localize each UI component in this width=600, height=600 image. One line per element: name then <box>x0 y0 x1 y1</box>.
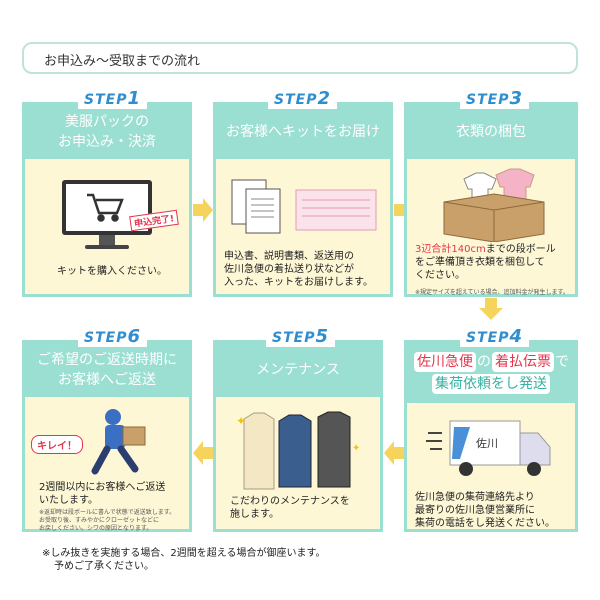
step-6-note-line1: ※返却時は段ボールに書んで状態で返送致します。 <box>39 509 176 516</box>
step-4-label-num: 4 <box>509 326 523 347</box>
step-5-label-text: STEP <box>272 330 316 346</box>
truck-label: 佐川 <box>476 436 498 450</box>
sagawa-pill: 佐川急便 <box>414 352 476 372</box>
step-6-note-line3: お戻しください。シワの原因となります。 <box>39 525 153 532</box>
step-4-title-end: で <box>555 354 569 370</box>
footnote-line1: ※しみ抜きを実施する場合、2週間を超える場合が御座います。 <box>42 548 326 559</box>
step-6-title: ご希望のご返送時期に お客様へご返送 <box>25 343 189 397</box>
footnote: ※しみ抜きを実施する場合、2週間を超える場合が御座います。 予めご了承ください。 <box>42 547 325 573</box>
step-1-title: 美服パックの お申込み・決済 <box>25 105 189 159</box>
arrow-left-icon <box>193 441 213 465</box>
step-4-title-mid: の <box>477 354 491 370</box>
cod-slip-pill: 着払伝票 <box>492 352 554 372</box>
step-2-title-line1: お客様へキットをお届け <box>226 124 380 140</box>
step-4-body-line1: 佐川急便の集荷連絡先より <box>415 492 535 503</box>
step-6-body-line1: 2週間以内にお客様へご返送 <box>39 482 166 493</box>
step-4-body: 佐川急便の集荷連絡先より 最寄りの佐川急便営業所に 集荷の電話をし発送ください。 <box>415 491 555 530</box>
cart-icon <box>87 193 124 222</box>
step-6-title-line1: ご希望のご返送時期に <box>37 352 177 368</box>
step-3-note: ※規定サイズを超えている場合、追加料金が発生します。 <box>415 289 569 296</box>
step-6-label-num: 6 <box>127 326 141 347</box>
step-6-card: ご希望のご返送時期に お客様へご返送 キレイ！ 2週間以内にお客様へご返送 いた… <box>22 340 192 532</box>
step-3-label-text: STEP <box>466 92 510 108</box>
step-2-label-text: STEP <box>274 92 318 108</box>
step-6-title-line2: お客様へご返送 <box>58 372 156 388</box>
step-6-label: STEP6 <box>78 326 147 347</box>
step-2-label-num: 2 <box>317 88 331 109</box>
step-1-label: STEP1 <box>78 88 147 109</box>
step-6-body: 2週間以内にお客様へご返送 いたします。 <box>39 481 165 507</box>
step-1-label-num: 1 <box>127 88 141 109</box>
step-1-title-line2: お申込み・決済 <box>58 134 156 150</box>
svg-text:✦: ✦ <box>236 414 246 428</box>
flow-header: お申込み〜受取までの流れ <box>22 42 578 74</box>
delivery-person-icon <box>91 409 146 475</box>
step-6-note-line2: お受取り後、すみやかにクローゼットなどに <box>39 517 160 524</box>
step-3-title: 衣類の梱包 <box>407 105 575 159</box>
step-3-body-line1: 3辺合計140cmまでの段ボール <box>415 243 556 256</box>
step-4-body-line3: 集荷の電話をし発送ください。 <box>415 518 555 529</box>
step-4-body-line2: 最寄りの佐川急便営業所に <box>415 505 535 516</box>
step-2-body-line1: 申込書、説明書類、返送用の <box>224 251 354 262</box>
step-2-body-line2: 佐川急便の着払送り状などが <box>224 264 354 275</box>
step-1-body: キットを購入ください。 <box>57 266 167 277</box>
step-4-label-text: STEP <box>466 330 510 346</box>
step-5-title-line1: メンテナンス <box>256 362 340 378</box>
step-2-card: お客様へキットをお届け 申込書、説明書類、返送用の 佐川急便の着払送り状などが … <box>213 102 393 297</box>
step-3-body-line2: をご準備頂き衣類を梱包して <box>415 257 545 268</box>
step-3-label: STEP3 <box>460 88 529 109</box>
footnote-line2: 予めご了承ください。 <box>54 561 154 572</box>
step-5-label-num: 5 <box>315 326 329 347</box>
step-4-title-line1: 佐川急便の着払伝票で <box>413 351 569 373</box>
step-4-card: 佐川急便の着払伝票で 集荷依頼をし発送 佐川 佐川急便の集荷連絡先より 最寄りの… <box>404 340 578 532</box>
svg-text:✦: ✦ <box>352 443 360 454</box>
step-5-body-line1: こだわりのメンテナンスを <box>230 496 350 507</box>
step-6-body-line2: いたします。 <box>39 495 98 506</box>
step-5-label: STEP5 <box>266 326 335 347</box>
step-1-card: 美服パックの お申込み・決済 申込完了! キットを購入ください。 <box>22 102 192 297</box>
step-2-body-line3: 入った、キットをお届けします。 <box>224 277 373 288</box>
pickup-pill: 集荷依頼をし発送 <box>432 374 550 394</box>
step-3-size-highlight: 3辺合計140cm <box>415 244 486 255</box>
coats-icon: ✦✦ <box>236 411 360 490</box>
step-5-title: メンテナンス <box>216 343 380 397</box>
step-2-body: 申込書、説明書類、返送用の 佐川急便の着払送り状などが 入った、キットをお届けし… <box>224 250 373 289</box>
flow-header-title: お申込み〜受取までの流れ <box>44 54 201 69</box>
documents-icon <box>231 179 377 234</box>
delivery-truck-icon: 佐川 <box>426 420 551 476</box>
arrow-left-icon <box>384 441 404 465</box>
step-6-note: ※返却時は段ボールに書んで状態で返送致します。 お受取り後、すみやかにクローゼッ… <box>39 509 175 533</box>
step-3-body: 3辺合計140cmまでの段ボール をご準備頂き衣類を梱包して ください。 <box>415 243 556 282</box>
step-3-card: 衣類の梱包 3辺合計140cmまでの段ボール をご準備頂き衣類を梱包して くださ… <box>404 102 578 297</box>
step-2-title: お客様へキットをお届け <box>216 105 390 159</box>
step-1-title-line1: 美服パックの <box>65 114 149 130</box>
step-6-label-text: STEP <box>84 330 128 346</box>
speech-bubble: キレイ！ <box>31 435 83 454</box>
step-3-label-num: 3 <box>509 88 523 109</box>
step-4-title-line2: 集荷依頼をし発送 <box>431 373 551 395</box>
step-4-label: STEP4 <box>460 326 529 347</box>
arrow-right-icon <box>193 198 213 222</box>
step-5-card: メンテナンス ✦✦ こだわりのメンテナンスを 施します。 <box>213 340 383 532</box>
arrow-down-icon <box>479 298 503 320</box>
step-3-title-line1: 衣類の梱包 <box>456 124 526 140</box>
step-5-body: こだわりのメンテナンスを 施します。 <box>230 495 350 521</box>
step-5-body-line2: 施します。 <box>230 509 279 520</box>
step-3-body-line3: ください。 <box>415 270 465 281</box>
step-4-title: 佐川急便の着払伝票で 集荷依頼をし発送 <box>407 343 575 403</box>
step-2-label: STEP2 <box>268 88 337 109</box>
clothes-box-icon <box>443 168 545 242</box>
step-3-body-line1-rest: までの段ボール <box>485 244 556 255</box>
step-1-label-text: STEP <box>84 92 128 108</box>
